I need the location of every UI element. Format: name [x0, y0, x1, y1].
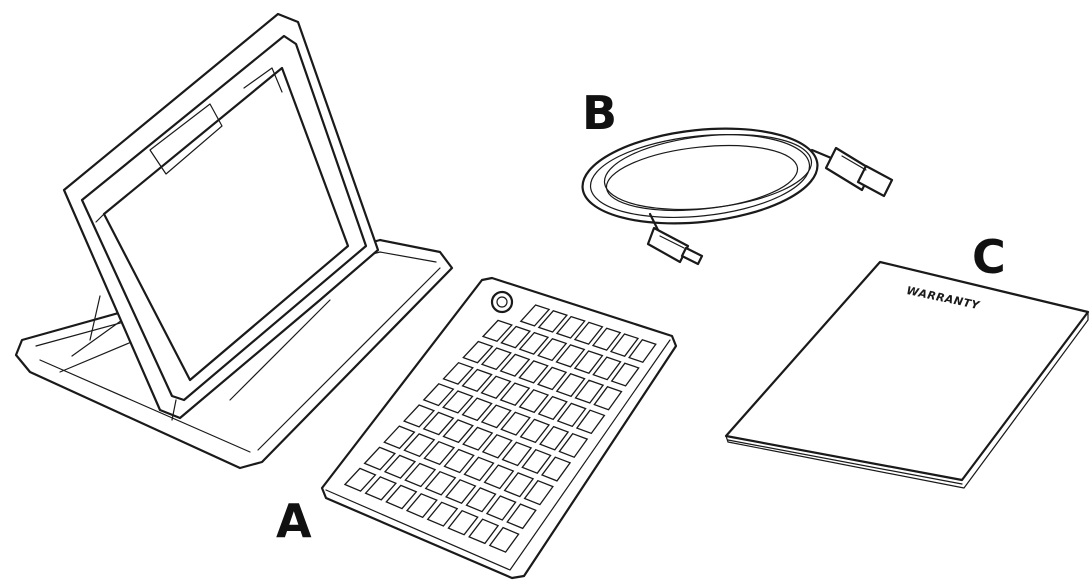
keyboard-key	[556, 402, 587, 428]
keyboard-key	[364, 476, 397, 501]
keyboard-key	[499, 382, 531, 406]
keyboard-key	[383, 425, 416, 450]
keyboard-key	[445, 479, 477, 504]
keyboard-key	[518, 360, 549, 384]
keyboard-key	[555, 373, 586, 398]
keyboard-key	[500, 411, 531, 436]
keyboard-key	[537, 310, 569, 333]
keyboard-key	[503, 472, 535, 498]
keyboard-key	[591, 327, 622, 351]
keyboard-key	[610, 362, 640, 387]
keyboard-key	[404, 462, 437, 488]
keyboard-key	[609, 333, 640, 357]
keyboard-key	[462, 340, 494, 364]
keyboard-key	[500, 325, 532, 349]
keyboard-key	[426, 501, 459, 527]
folio-case	[14, 12, 454, 470]
keyboard-key	[422, 383, 455, 407]
keyboard-keys	[343, 304, 657, 553]
keyboard-key	[463, 456, 495, 482]
micro-usb-tip	[680, 246, 704, 266]
keyboard-key	[519, 304, 551, 327]
keyboard-key	[558, 432, 589, 458]
keyboard-key	[628, 339, 657, 363]
keyboard-key	[523, 479, 554, 506]
keyboard-key	[480, 347, 512, 371]
usb-a-tip	[856, 164, 894, 198]
keyboard-key	[480, 375, 512, 399]
keyboard-key	[539, 425, 570, 451]
keyboard-key	[499, 353, 531, 377]
keyboard-key	[521, 448, 552, 474]
keyboard-key	[483, 464, 515, 490]
keyboard-key	[573, 321, 604, 345]
keyboard-key	[480, 404, 512, 429]
keyboard-key	[481, 319, 513, 343]
keyboard-key	[461, 368, 493, 392]
keyboard-key	[442, 419, 474, 444]
keyboard-key	[573, 350, 604, 374]
keyboard-key	[403, 433, 436, 458]
tablet-screen	[102, 66, 350, 382]
keyboard-key	[485, 495, 517, 521]
keyboard-key	[518, 331, 550, 355]
keyboard-key	[442, 361, 474, 385]
keyboard-key	[424, 470, 457, 496]
keyboard-key	[461, 397, 493, 422]
keyboard-key	[575, 409, 606, 435]
micro-usb-plug	[646, 226, 690, 264]
keyboard-key	[518, 389, 550, 414]
keyboard-key	[537, 337, 568, 362]
label-b: B	[582, 86, 618, 140]
keyboard-key	[383, 454, 417, 479]
keyboard-key	[506, 503, 537, 530]
booklet-cover	[724, 260, 1090, 482]
keyboard-key	[519, 418, 551, 444]
keyboard-key	[574, 379, 605, 404]
label-a: A	[276, 494, 312, 548]
keyboard-key	[593, 385, 623, 411]
keyboard-key	[540, 456, 572, 482]
keyboard	[320, 276, 678, 580]
keyboard-key	[468, 518, 500, 545]
keyboard-key	[363, 446, 397, 471]
usb-cable	[581, 127, 894, 266]
keyboard-key	[447, 509, 479, 536]
keyboard-key	[443, 448, 475, 474]
keyboard-key	[402, 404, 436, 428]
keyboard-key	[462, 426, 494, 451]
keyboard-key	[385, 484, 418, 510]
label-c: C	[972, 230, 1006, 284]
keyboard-key	[555, 315, 586, 339]
keyboard-key	[405, 493, 438, 519]
warranty-booklet	[724, 260, 1090, 489]
keyboard-key	[501, 441, 533, 467]
keyboard-key	[465, 487, 497, 513]
keyboard-key	[488, 526, 520, 553]
keyboard-key	[555, 344, 586, 368]
keyboard-key	[592, 356, 622, 381]
keyboard-key	[442, 390, 474, 414]
keyboard-key	[422, 411, 455, 436]
keyboard-key	[537, 395, 568, 421]
keyboard-key	[537, 366, 568, 391]
keyboard-key	[423, 440, 456, 466]
keyboard-key	[481, 434, 513, 459]
keyboard-power-button	[490, 290, 514, 314]
keyboard-key	[343, 467, 377, 492]
